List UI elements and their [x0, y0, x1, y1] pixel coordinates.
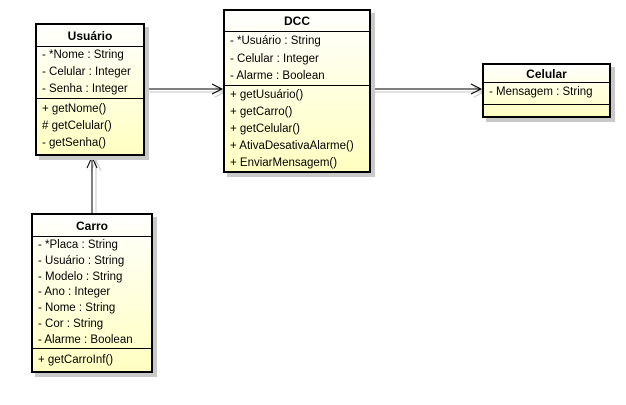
methods-compartment: + getNome() # getCelular() - getSenha() [37, 99, 143, 154]
class-title: Celular [484, 65, 609, 83]
class-method: + getCelular() [230, 123, 300, 135]
class-method: + getCarroInf() [38, 354, 114, 366]
class-attribute: - Modelo : String [38, 270, 123, 283]
open-arrowhead-icon [86, 155, 98, 169]
class-attribute: - *Placa : String [38, 239, 118, 251]
class-attribute: - Celular : Integer [42, 66, 131, 78]
uml-class-carro[interactable]: Carro - *Placa : String - Usuário : Strin… [31, 213, 153, 373]
class-method: + getCarro() [230, 106, 293, 118]
attributes-compartment: - *Placa : String - Usuário : String - Mod… [33, 237, 151, 349]
class-attribute: - Alarme : Boolean [230, 70, 325, 82]
open-arrowhead-icon [470, 83, 483, 95]
class-attribute: - Usuário : String [38, 254, 125, 267]
class-attribute: - Senha : Integer [42, 83, 128, 95]
class-title: Usuário [37, 25, 143, 47]
methods-compartment: + getUsuário() + getCarro() + getCelular()… [225, 86, 369, 171]
uml-class-dcc[interactable]: DCC - *Usuário : String - Celular : Integ… [223, 9, 371, 173]
class-attribute: - Nome : String [38, 302, 116, 315]
class-attribute: - Celular : Integer [230, 52, 319, 65]
class-attribute: - *Nome : String [42, 49, 124, 61]
association-usuario-dcc[interactable] [145, 83, 224, 95]
class-method: + EnviarMensagem() [230, 157, 338, 169]
class-attribute: - Alarme : Boolean [38, 333, 133, 346]
class-method: # getCelular() [42, 120, 112, 132]
methods-compartment: + getCarroInf() [33, 349, 151, 371]
class-attribute: - Mensagem : String [489, 86, 593, 98]
class-method: + AtivaDesativaAlarme() [230, 140, 354, 152]
class-method: - getSenha() [42, 137, 106, 149]
association-dcc-celular[interactable] [371, 83, 483, 95]
class-attribute: - Ano : Integer [38, 286, 111, 299]
open-arrowhead-icon [211, 83, 224, 95]
attributes-compartment: - Mensagem : String [484, 83, 609, 105]
class-attribute: - *Usuário : String [230, 35, 321, 47]
association-carro-usuario[interactable] [86, 155, 98, 213]
class-attribute: - Cor : String [38, 317, 104, 330]
attributes-compartment: - *Usuário : String - Celular : Integer - … [225, 32, 369, 86]
class-method: + getNome() [42, 103, 107, 115]
class-title: DCC [225, 11, 369, 32]
uml-class-celular[interactable]: Celular - Mensagem : String [482, 63, 611, 118]
uml-class-usuario[interactable]: Usuário - *Nome : String - Celular : Inte… [35, 23, 145, 156]
class-method: + getUsuário() [230, 89, 304, 101]
class-title: Carro [33, 215, 151, 237]
methods-compartment [484, 105, 609, 116]
attributes-compartment: - *Nome : String - Celular : Integer - Sen… [37, 47, 143, 99]
